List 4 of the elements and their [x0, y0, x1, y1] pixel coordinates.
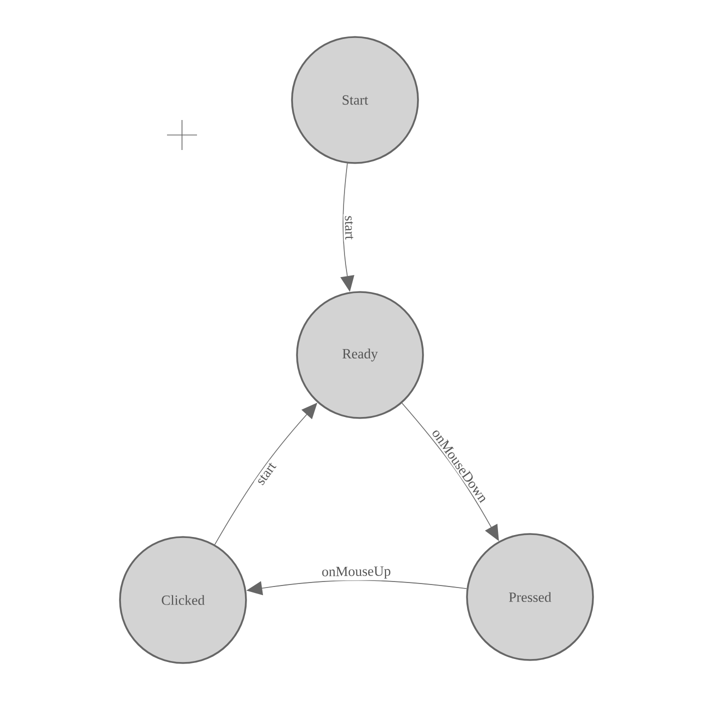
- edge-label: start: [344, 216, 354, 240]
- edge-label: onMouseUp: [322, 566, 390, 579]
- arrow: [214, 402, 318, 545]
- edge-label: start: [258, 462, 276, 486]
